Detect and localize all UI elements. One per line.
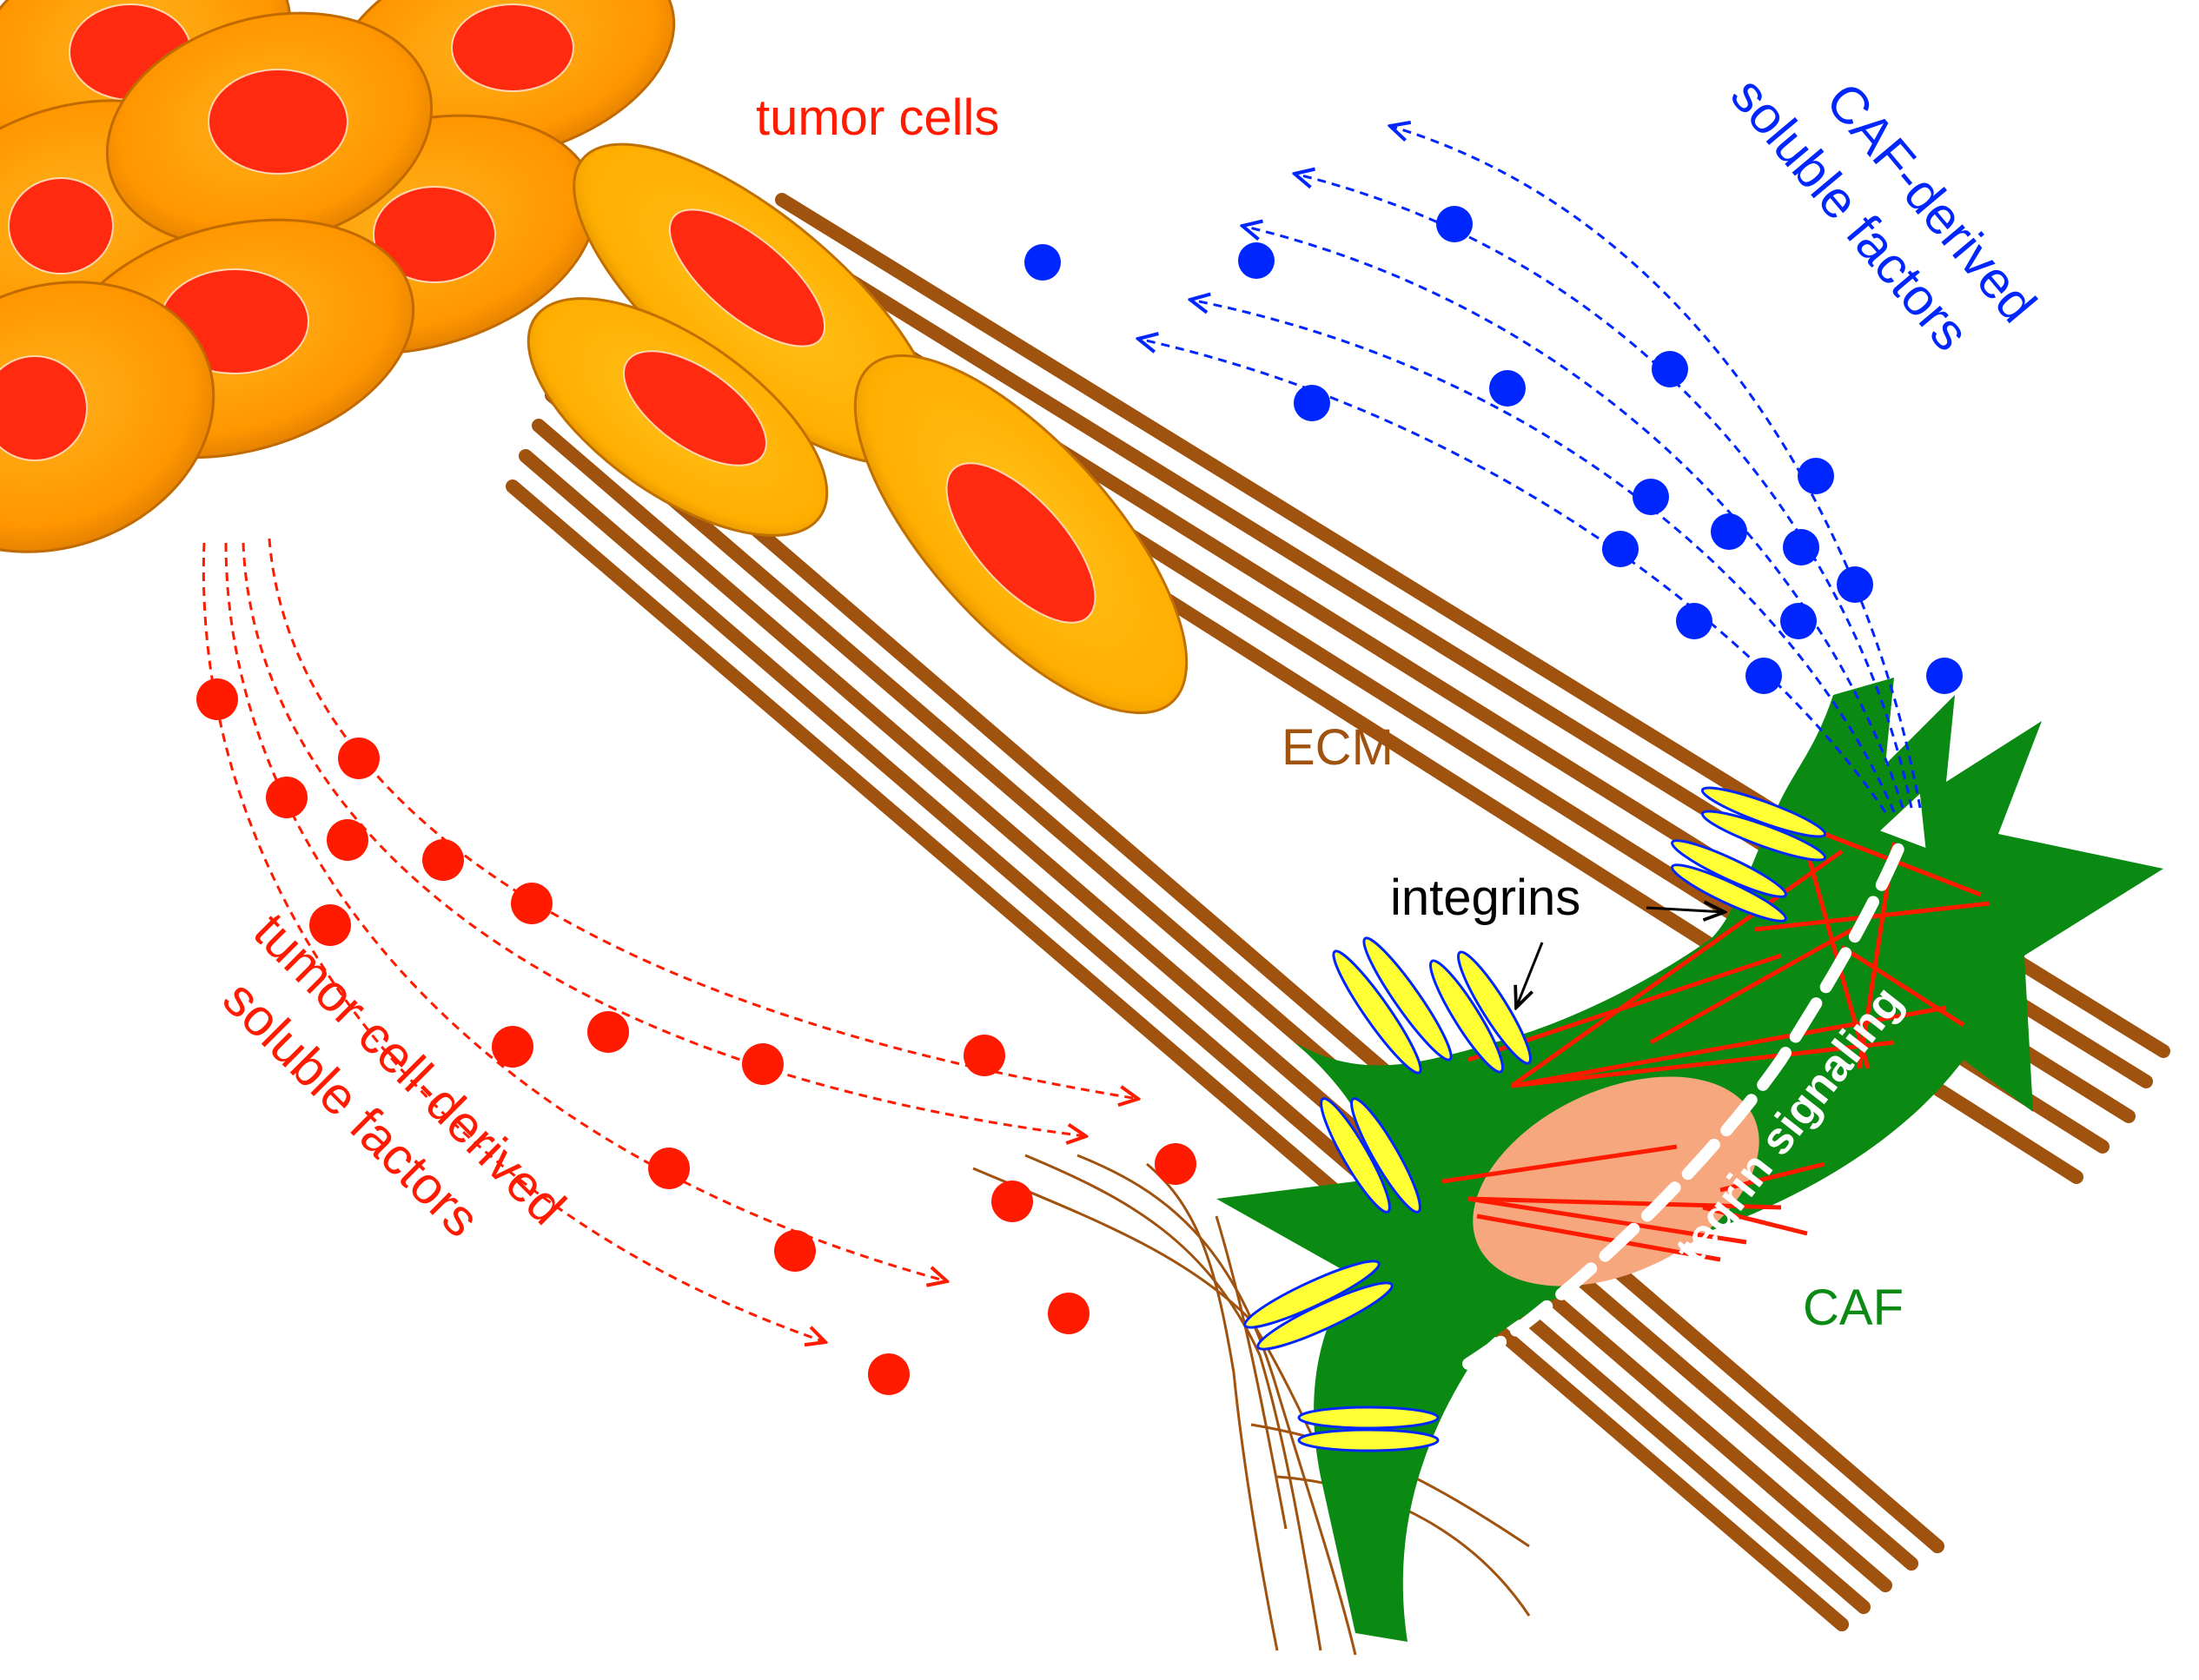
label-caf: CAF [1803, 1280, 1904, 1336]
integrin-2 [1700, 810, 1827, 862]
tumor-cell-migrating [527, 297, 829, 537]
label-integrins: integrins [1390, 870, 1580, 926]
caf-factor-arrows [1138, 126, 1922, 813]
stress-fibers [1441, 831, 1990, 1262]
label-ecm: ECM [1282, 719, 1394, 776]
loose-ecm-fibers [972, 1154, 1531, 1656]
tumor-cell [105, 11, 434, 249]
integrin-signaling-arrow [1462, 793, 1926, 1370]
caf-soluble-factors [1024, 206, 1963, 694]
tumor-soluble-factors [196, 678, 1196, 1395]
integrin-8 [1457, 950, 1532, 1065]
label-tumor-factors: tumor cell-derived soluble factors [212, 902, 577, 1248]
integrin-12 [1256, 1281, 1394, 1351]
integrin-13 [1297, 1406, 1440, 1430]
label-tumor-cells: tumor cells [756, 89, 999, 146]
integrin-3 [1671, 839, 1787, 898]
label-caf-factors: CAF-derived soluble factors [1719, 66, 2047, 360]
tumor-cell [0, 281, 215, 553]
integrin-9 [1320, 1097, 1391, 1214]
tumor-factor-arrows [202, 538, 1138, 1342]
integrin-10 [1350, 1097, 1421, 1214]
integrins [1243, 786, 1827, 1452]
integrin-14 [1297, 1428, 1440, 1452]
integrin-6 [1362, 936, 1453, 1062]
integrin-5 [1332, 949, 1422, 1075]
tumor-cell-cluster [0, 0, 1189, 715]
tumor-cell-migrating [853, 354, 1189, 715]
integrin-pointers [1516, 908, 1725, 1008]
integrin-7 [1429, 959, 1504, 1074]
